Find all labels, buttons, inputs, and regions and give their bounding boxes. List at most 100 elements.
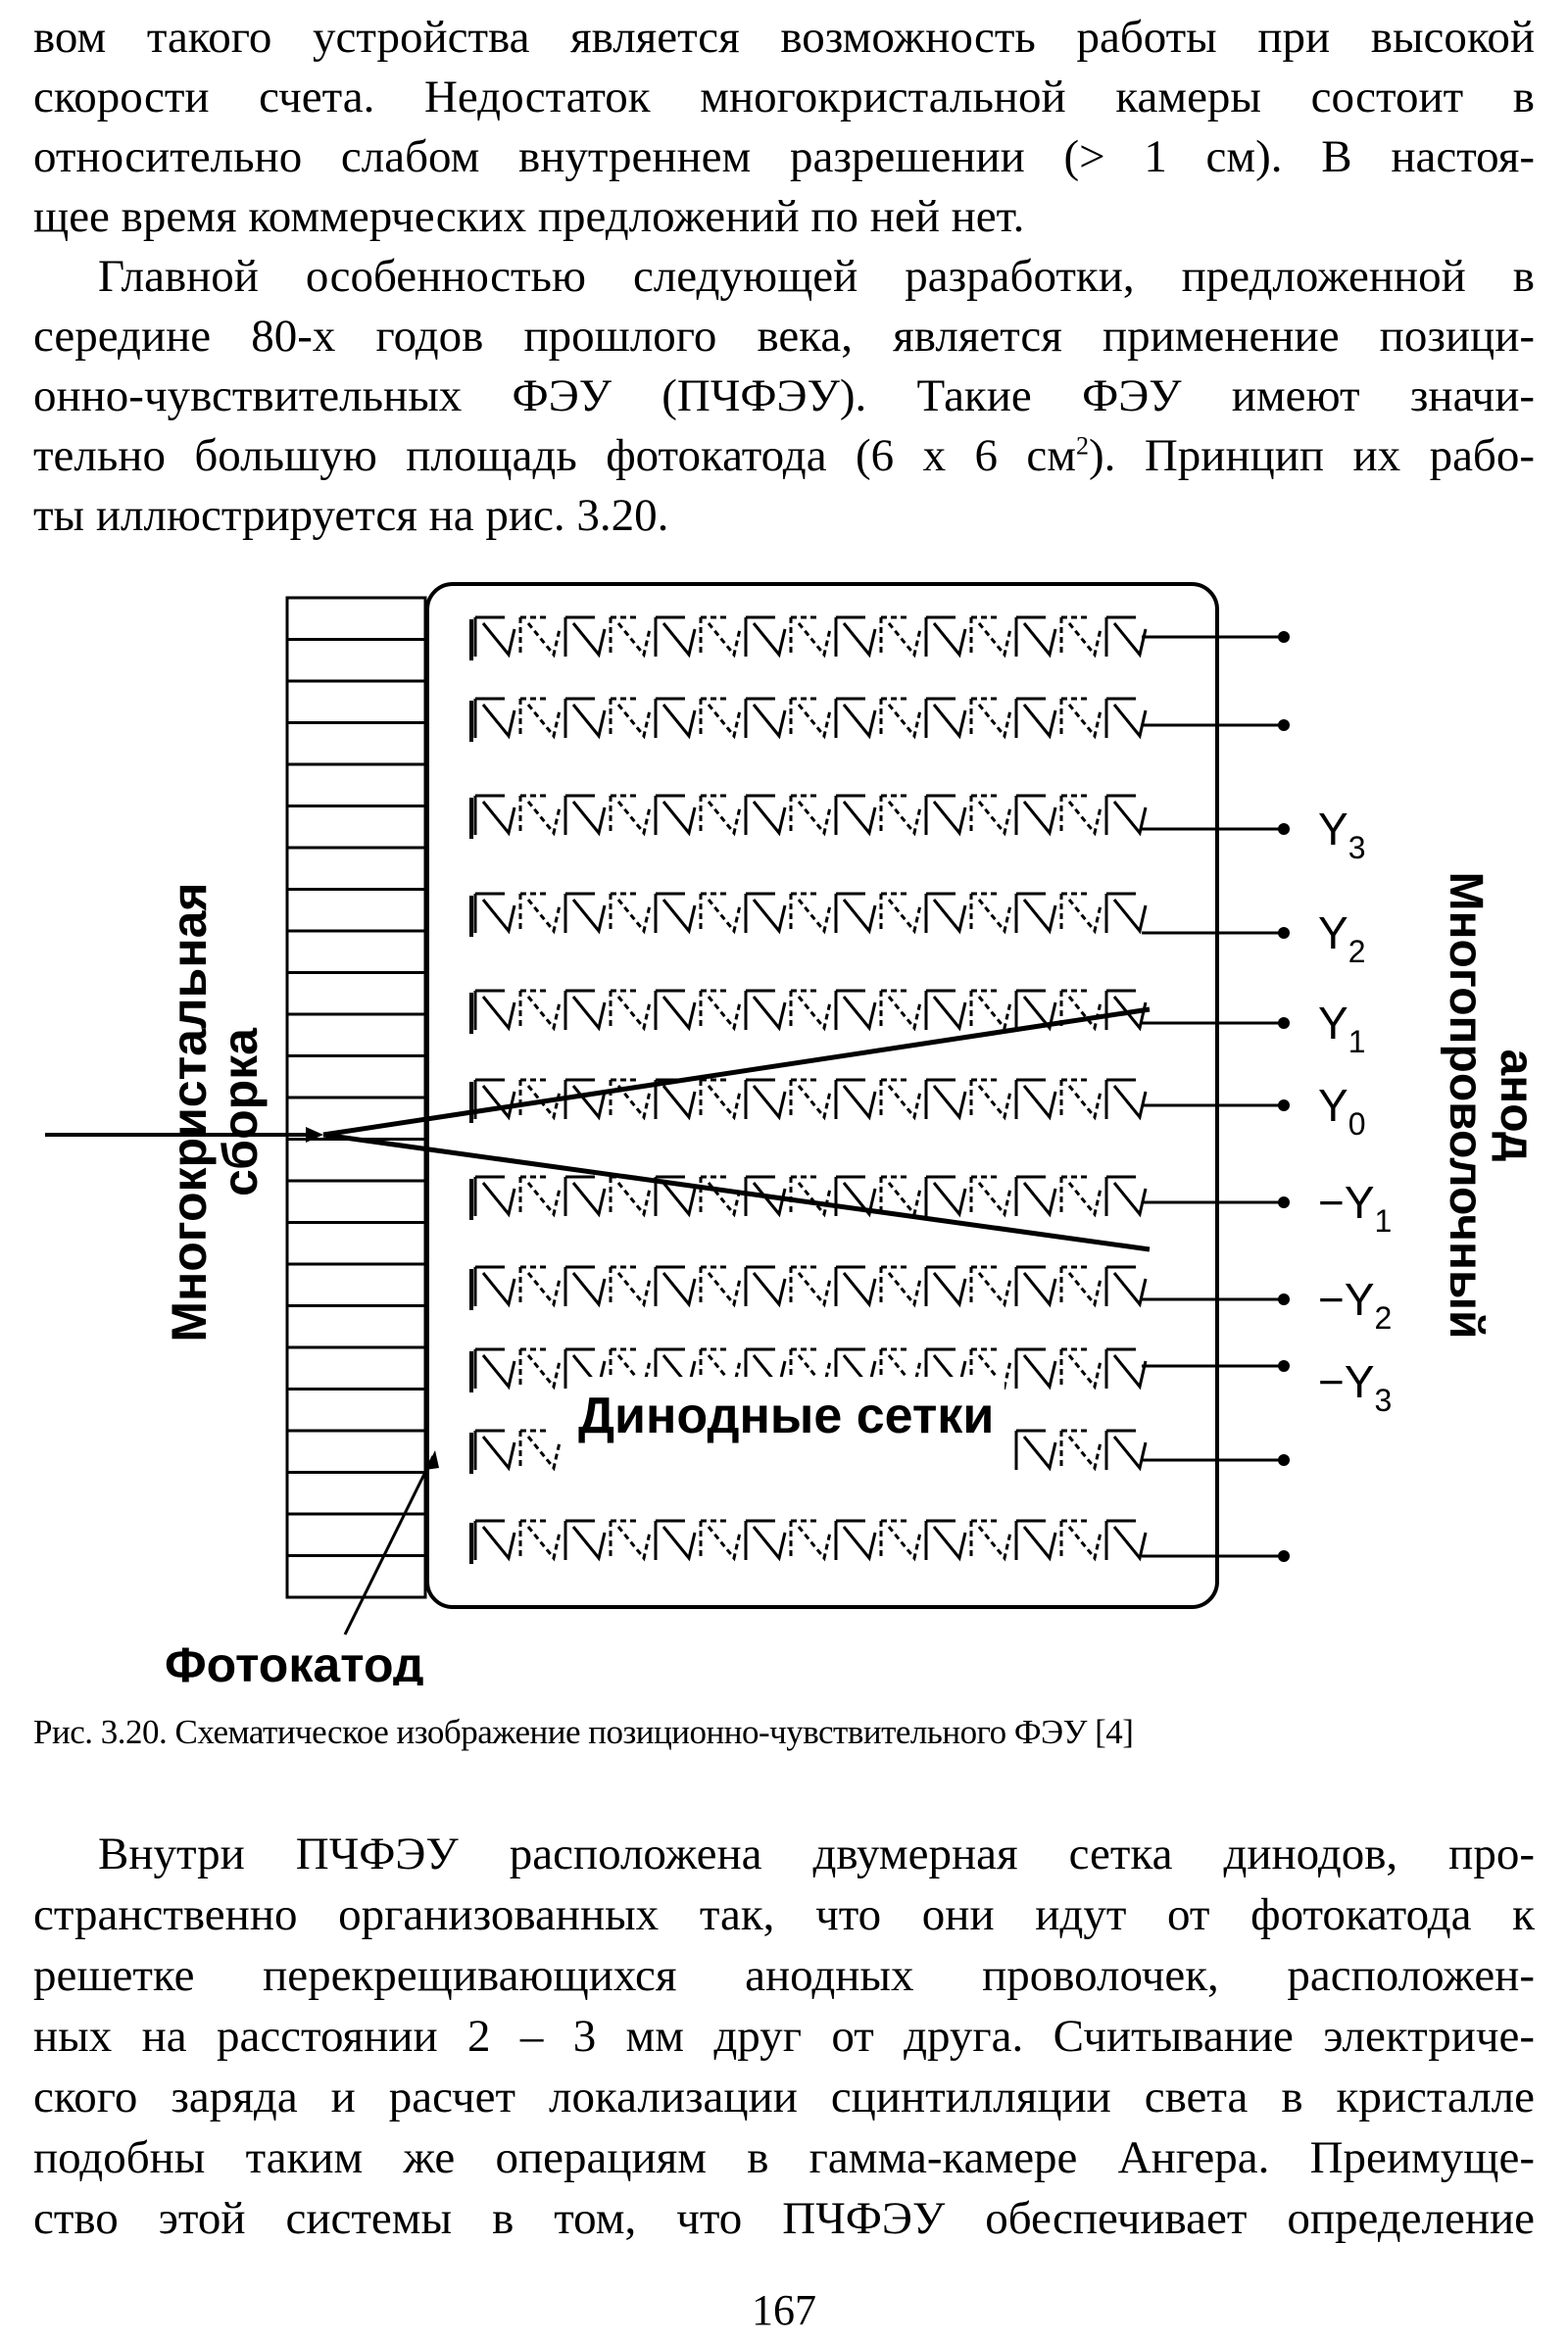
dynode (1059, 697, 1102, 740)
dynode (969, 1265, 1012, 1308)
text-line: Внутри ПЧФЭУ расположена двумерная сетка… (98, 1829, 1535, 1879)
dynode (1104, 1519, 1148, 1562)
arrow-head-icon (306, 1127, 323, 1143)
text-line: онно-чувствительных ФЭУ (ПЧФЭУ). Такие Ф… (33, 370, 1535, 421)
superscript: 2 (1076, 431, 1090, 461)
dynode (1014, 1429, 1057, 1472)
text-line: ных на расстоянии 2 – 3 мм друг от друга… (33, 2011, 1535, 2062)
label-line: Многокристальная (162, 882, 217, 1342)
dynode (789, 1265, 832, 1308)
wire-terminal-dot (1278, 1099, 1290, 1111)
dynode (654, 794, 697, 837)
crystal-cell (285, 679, 427, 724)
dynode (924, 1175, 967, 1218)
dynode (924, 794, 967, 837)
dynode (1104, 1429, 1148, 1472)
dynode (969, 697, 1012, 740)
dynode (564, 794, 607, 837)
dynode (699, 989, 742, 1032)
dynode (744, 1519, 787, 1562)
dynode (1014, 1347, 1057, 1391)
dynode (699, 892, 742, 935)
dynode (518, 892, 562, 935)
dynode (1014, 989, 1057, 1032)
output-label: Y1 (1318, 998, 1365, 1059)
dynode (834, 615, 877, 659)
dynode (1059, 1265, 1102, 1308)
text-line: решетке перекрещивающихся анодных провол… (33, 1950, 1535, 2001)
dynode (564, 697, 607, 740)
dynode (834, 1519, 877, 1562)
dynode (518, 794, 562, 837)
dynode (699, 615, 742, 659)
dynode (609, 697, 652, 740)
wire-terminal-dot (1278, 1360, 1290, 1372)
dynode (699, 1175, 742, 1218)
dynode (924, 615, 967, 659)
dynode (654, 1175, 697, 1218)
dynode (473, 892, 516, 935)
dynode (564, 892, 607, 935)
text-line: середине 80-х годов прошлого века, являе… (33, 311, 1535, 362)
crystal-cell (285, 1179, 427, 1224)
crystal-cell (285, 1012, 427, 1057)
dynode (1104, 1265, 1148, 1308)
dynode (789, 615, 832, 659)
dynode (1014, 1175, 1057, 1218)
dynode (924, 697, 967, 740)
output-label: Y2 (1318, 907, 1365, 969)
dynode (518, 697, 562, 740)
dynode (699, 1078, 742, 1121)
crystal-assembly-label: Многокристальная сборка (162, 882, 268, 1342)
dynode (609, 615, 652, 659)
light-spread-line-lower (322, 1132, 1151, 1252)
text-line: подобны таким же операциям в гамма-камер… (33, 2132, 1535, 2183)
dynode (473, 1175, 516, 1218)
dynode (969, 1519, 1012, 1562)
text-line: щее время коммерческих предложений по не… (33, 191, 1025, 242)
crystal-cell (285, 762, 427, 807)
dynode (609, 892, 652, 935)
dynode-grids-label: Динодные сетки (578, 1388, 994, 1444)
label-line: анод (1491, 1049, 1543, 1162)
dynode (834, 1265, 877, 1308)
dynode (473, 989, 516, 1032)
dynode (834, 697, 877, 740)
light-spread-line-upper (322, 1006, 1151, 1138)
dynode (834, 989, 877, 1032)
dynode (969, 794, 1012, 837)
dynode (564, 615, 607, 659)
crystal-cell (285, 929, 427, 974)
text-line: ты иллюстрируется на рис. 3.20. (33, 490, 669, 541)
dynode (744, 989, 787, 1032)
crystal-cell (285, 1262, 427, 1307)
dynode (879, 892, 922, 935)
dynode (969, 892, 1012, 935)
dynode (744, 1078, 787, 1121)
dynode (744, 794, 787, 837)
dynode (518, 1175, 562, 1218)
dynode (518, 1347, 562, 1391)
dynode (609, 1265, 652, 1308)
output-label: −Y3 (1318, 1356, 1392, 1418)
wire-terminal-dot (1278, 631, 1290, 643)
dynode (789, 794, 832, 837)
dynode (969, 615, 1012, 659)
dynode (834, 1175, 877, 1218)
crystal-cell (285, 1512, 427, 1557)
page-number: 167 (752, 2286, 816, 2334)
pmt-figure: Динодные сетки Фотокатод Многокристальна… (45, 582, 1543, 1685)
dynode (654, 615, 697, 659)
dynode (518, 1078, 562, 1121)
pmt-housing (425, 582, 1219, 1609)
dynode (564, 1519, 607, 1562)
dynode (564, 1265, 607, 1308)
dynode (699, 1519, 742, 1562)
dynode (473, 615, 516, 659)
wire-terminal-dot (1278, 1017, 1290, 1029)
dynode (1104, 1347, 1148, 1391)
crystal-cell (285, 721, 427, 766)
dynode (924, 989, 967, 1032)
crystal-cell (285, 846, 427, 891)
